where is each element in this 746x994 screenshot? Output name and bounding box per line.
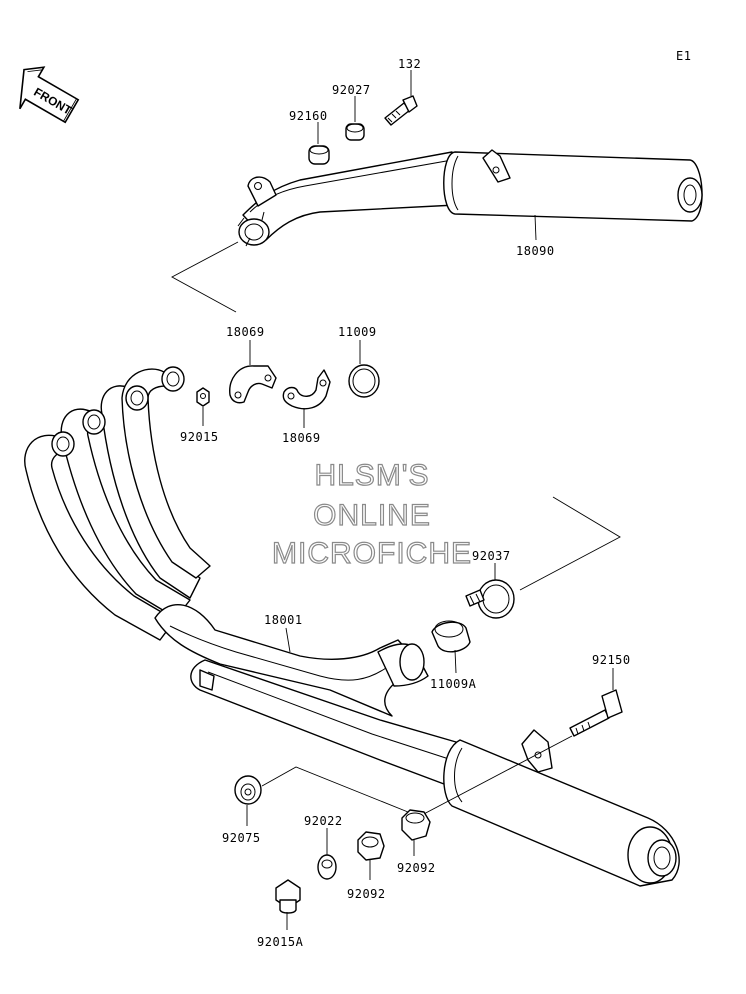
front-arrow-icon: FRONT xyxy=(19,66,80,124)
collar-92092-left-part[interactable] xyxy=(357,831,385,861)
label-18069-top: 18069 xyxy=(226,325,265,339)
header-pipes-part[interactable] xyxy=(24,366,680,887)
collar-92160-part[interactable] xyxy=(308,145,330,165)
label-92015: 92015 xyxy=(180,430,219,444)
upper-connection-line xyxy=(171,241,239,313)
washer-92022-part[interactable] xyxy=(317,854,337,880)
label-11009A: 11009A xyxy=(430,677,477,691)
gasket-11009-part[interactable] xyxy=(348,364,380,398)
label-132: 132 xyxy=(398,57,421,71)
watermark: HLSM'S ONLINE MICROFICHE xyxy=(271,458,472,570)
lower-connection-line xyxy=(261,766,409,813)
grommet-92075-part[interactable] xyxy=(234,775,262,805)
label-92075: 92075 xyxy=(222,831,261,845)
leader-11009A xyxy=(454,649,457,674)
upper-muffler-part[interactable] xyxy=(237,149,703,247)
label-92092-left: 92092 xyxy=(347,887,386,901)
right-connection-line xyxy=(519,496,621,591)
clamp-18069-top-part[interactable] xyxy=(229,365,277,404)
label-92015A: 92015A xyxy=(257,935,304,949)
label-92027: 92027 xyxy=(332,83,371,97)
watermark-line-2: ONLINE xyxy=(313,499,431,532)
leader-18001 xyxy=(285,627,291,653)
label-92037: 92037 xyxy=(472,549,511,563)
bolt-132-part[interactable] xyxy=(384,95,418,126)
page-reference: E1 xyxy=(676,49,691,63)
watermark-line-1: HLSM'S xyxy=(314,459,429,492)
grommet-92027-part[interactable] xyxy=(345,123,365,141)
label-92160: 92160 xyxy=(289,109,328,123)
collar-92092-right-part[interactable] xyxy=(401,809,431,841)
label-92022: 92022 xyxy=(304,814,343,828)
label-92150: 92150 xyxy=(592,653,631,667)
label-18001: 18001 xyxy=(264,613,303,627)
label-92092-right: 92092 xyxy=(397,861,436,875)
clamp-92037-part[interactable] xyxy=(465,579,515,619)
bolt-92150-part[interactable] xyxy=(569,689,623,737)
label-18090: 18090 xyxy=(516,244,555,258)
nut-92015-part[interactable] xyxy=(196,387,210,407)
label-11009: 11009 xyxy=(338,325,377,339)
bolt-92150-line xyxy=(419,735,573,817)
leader-18090 xyxy=(534,214,537,241)
gasket-11009A-part[interactable] xyxy=(431,620,471,653)
nut-92015A-part[interactable] xyxy=(275,879,301,914)
watermark-line-3: MICROFICHE xyxy=(272,537,472,570)
clamp-18069-bottom-part[interactable] xyxy=(282,369,331,410)
label-18069-bottom: 18069 xyxy=(282,431,321,445)
